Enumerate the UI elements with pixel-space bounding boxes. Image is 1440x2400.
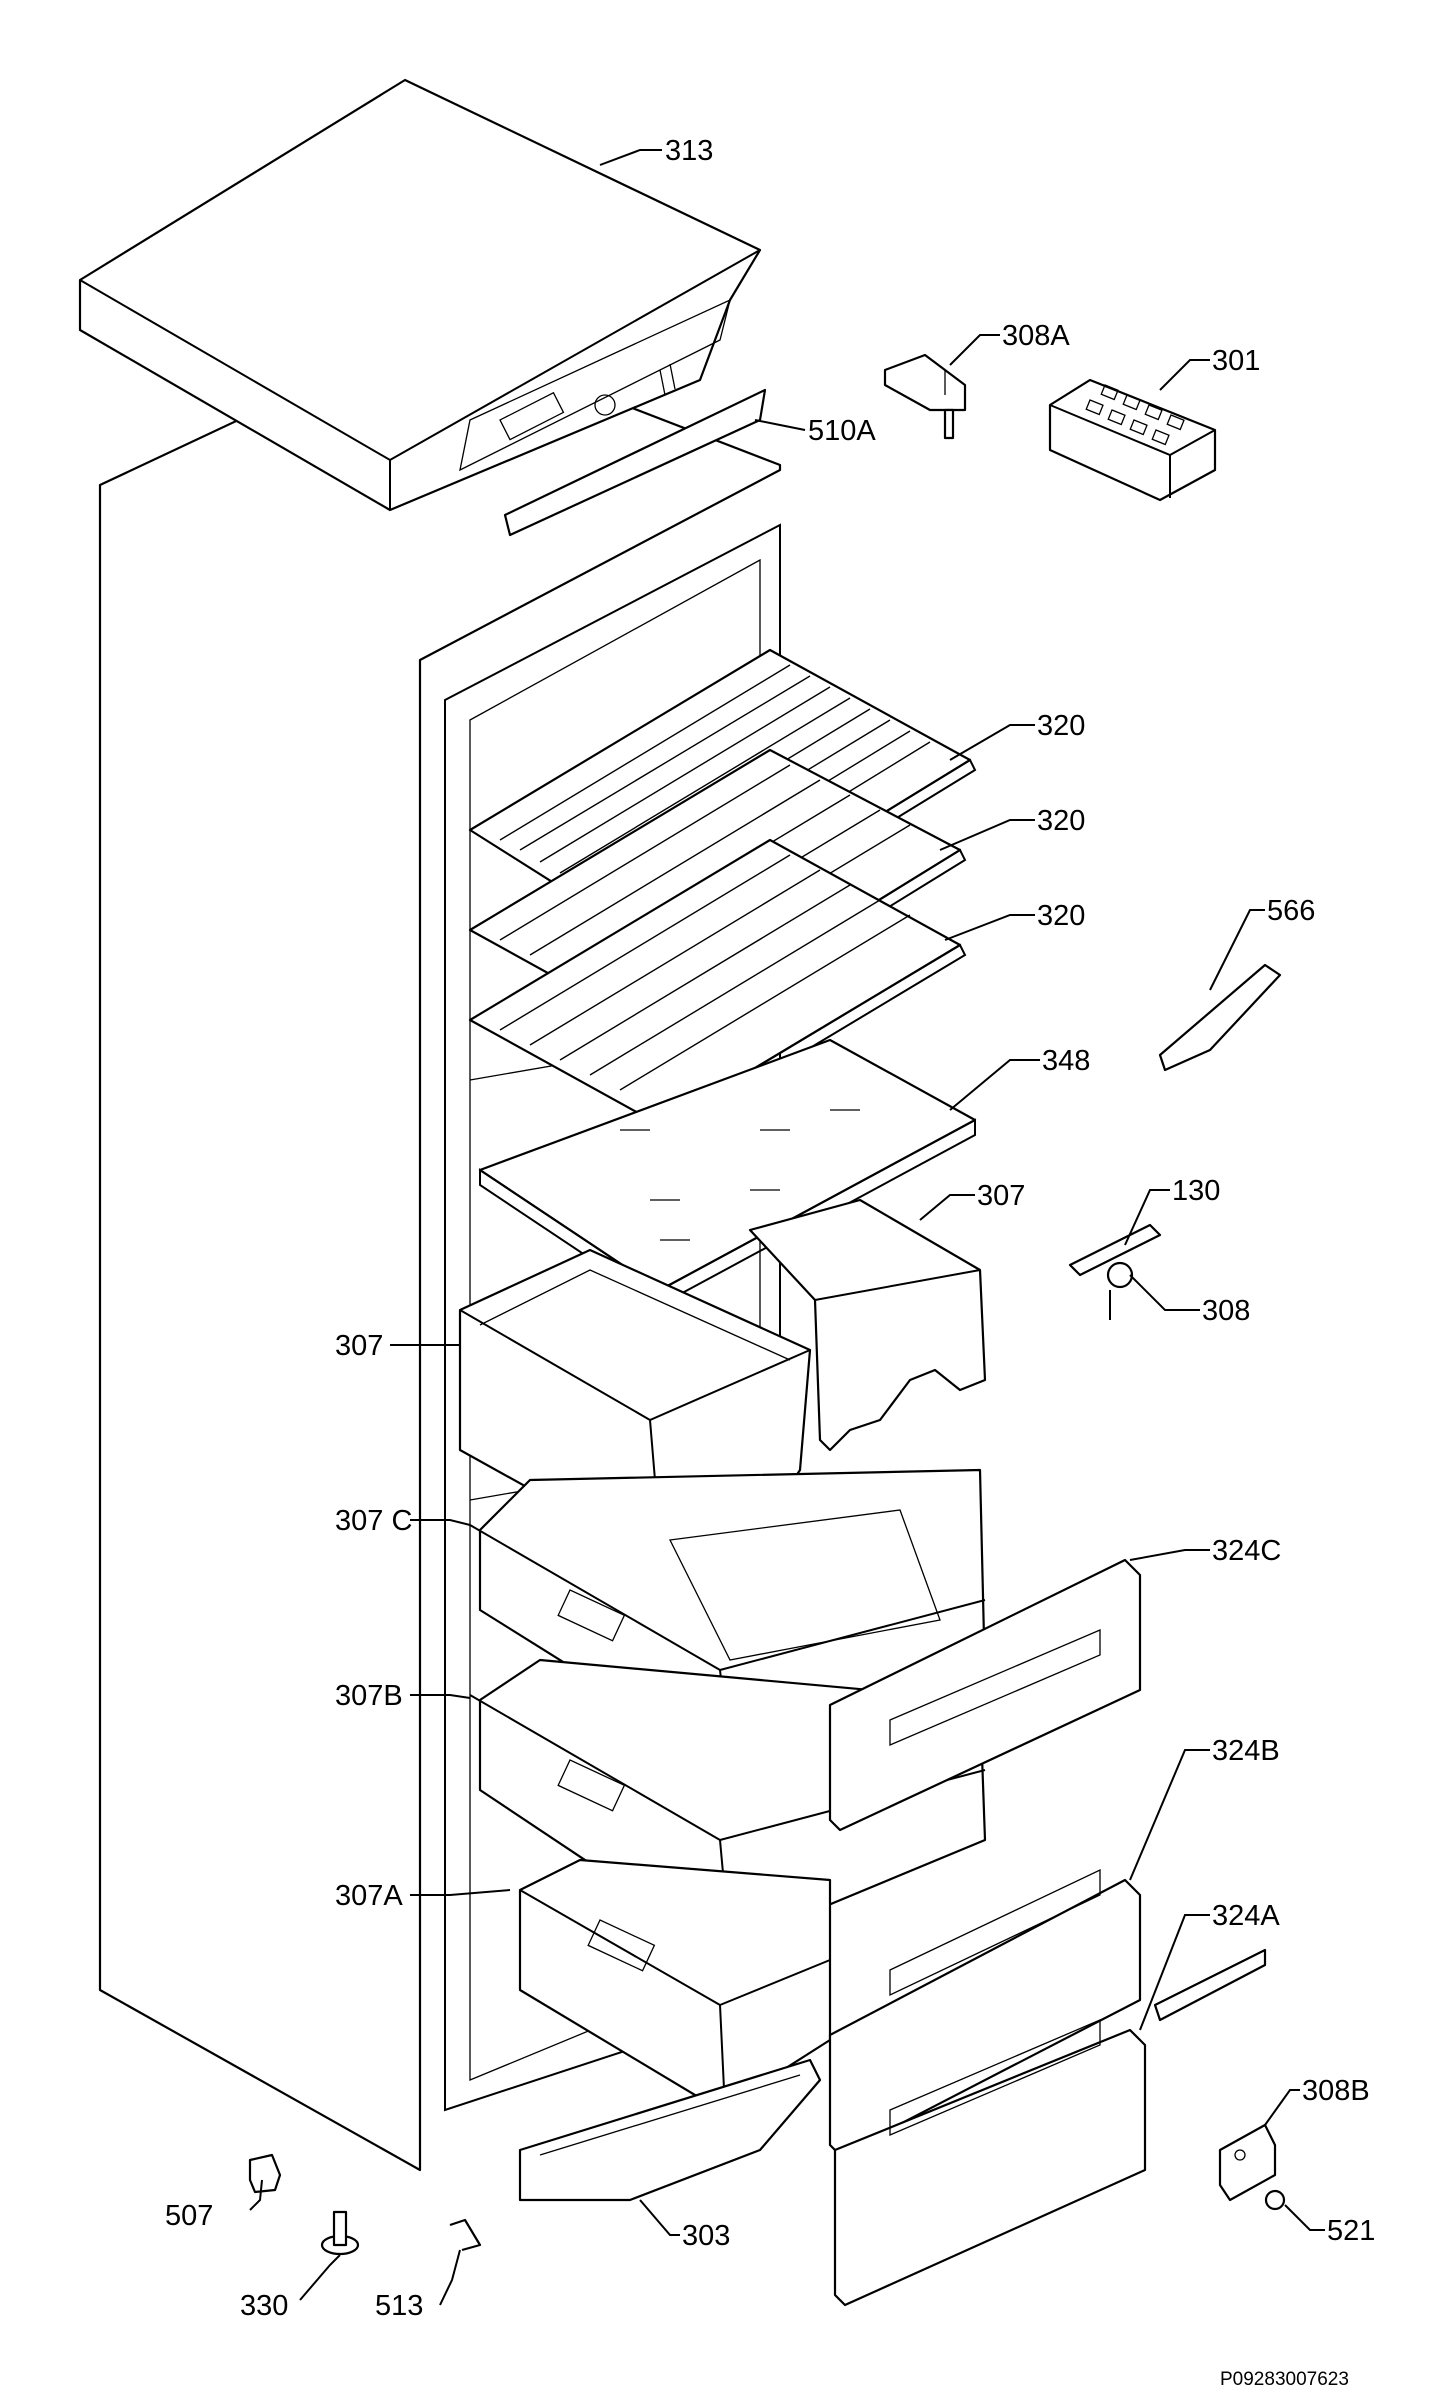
document-id: P09283007623 <box>1220 2369 1349 2390</box>
callout-308: 308 <box>1202 1295 1250 1327</box>
callout-324c: 324C <box>1212 1535 1281 1567</box>
callout-307-right: 307 <box>977 1180 1025 1212</box>
drawer-front-324c <box>828 1558 1142 1832</box>
hinge-130-308 <box>1068 1223 1162 1320</box>
door-stop-566 <box>1153 963 1282 2022</box>
callout-521: 521 <box>1327 2215 1375 2247</box>
hinge-308b <box>1218 2123 1277 2202</box>
storage-box-right <box>748 1198 987 1452</box>
clip-513 <box>449 2218 482 2252</box>
callout-308b: 308B <box>1302 2075 1370 2107</box>
foot-330 <box>320 2210 360 2256</box>
callout-308a: 308A <box>1002 320 1070 352</box>
callout-324a: 324A <box>1212 1900 1280 1932</box>
callout-303: 303 <box>682 2220 730 2252</box>
callout-labels: 313 308A 301 510A 320 320 320 566 348 30… <box>165 135 1375 2322</box>
drawer-front-324b <box>828 1868 1142 2157</box>
kick-plate <box>518 2058 822 2202</box>
callout-348: 348 <box>1042 1045 1090 1077</box>
callout-320-middle: 320 <box>1037 805 1085 837</box>
callout-301: 301 <box>1212 345 1260 377</box>
callout-307a: 307A <box>335 1880 403 1912</box>
cap-521 <box>1264 2189 1286 2211</box>
callout-324b: 324B <box>1212 1735 1280 1767</box>
callout-307c: 307 C <box>335 1505 412 1537</box>
callout-307-left: 307 <box>335 1330 383 1362</box>
top-cover <box>78 78 767 537</box>
wire-shelf-3 <box>468 838 967 1137</box>
callout-330: 330 <box>240 2290 288 2322</box>
callout-307b: 307B <box>335 1680 403 1712</box>
callout-130: 130 <box>1172 1175 1220 1207</box>
leader-lines <box>249 149 1325 2306</box>
callout-313: 313 <box>665 135 713 167</box>
ice-cube-tray <box>1048 378 1217 502</box>
callout-566: 566 <box>1267 895 1315 927</box>
callout-510a: 510A <box>808 415 876 447</box>
callout-320-bottom: 320 <box>1037 900 1085 932</box>
callout-320-top: 320 <box>1037 710 1085 742</box>
drawer-front-324a <box>833 2019 1147 2307</box>
callout-513: 513 <box>375 2290 423 2322</box>
clip-507 <box>248 2153 282 2194</box>
top-hinge <box>883 353 967 440</box>
callout-507: 507 <box>165 2200 213 2232</box>
